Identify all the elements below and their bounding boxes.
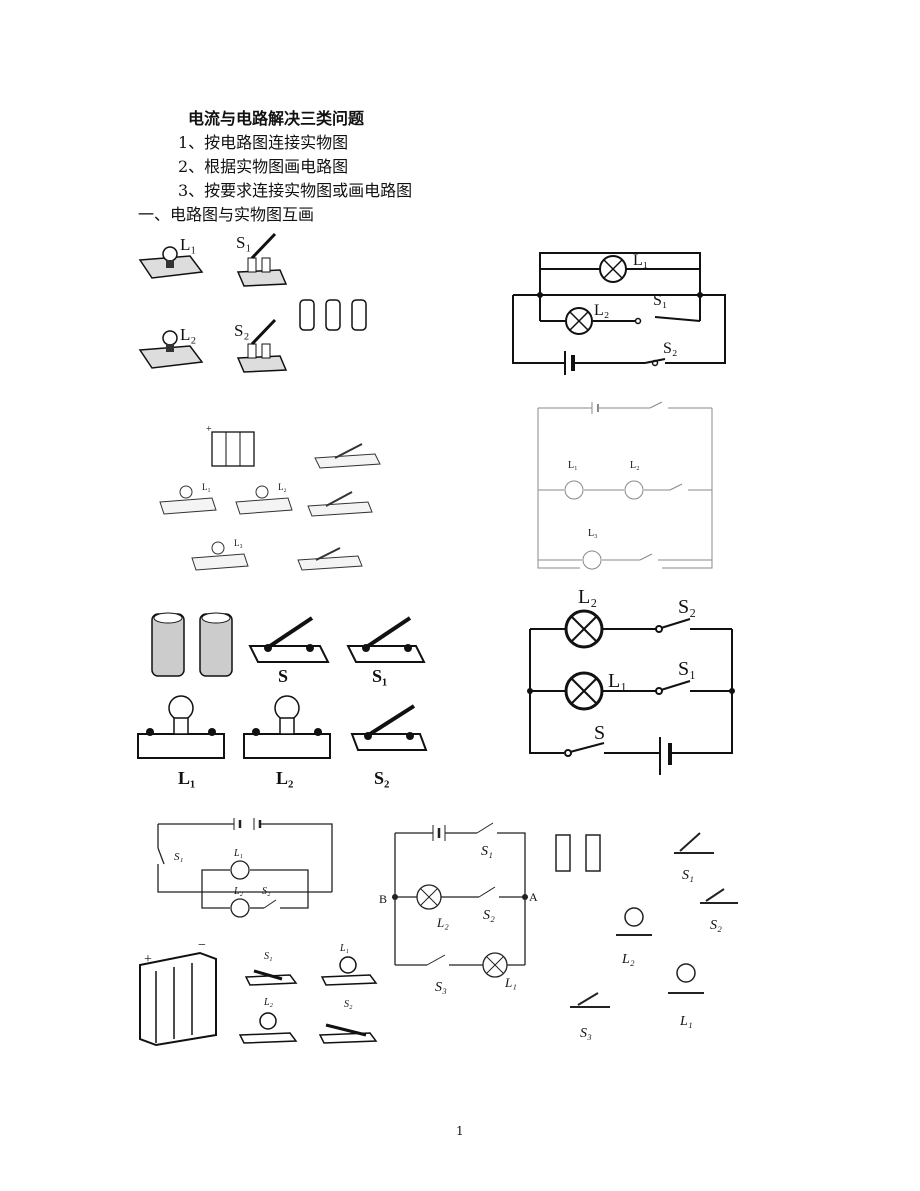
svg-text:+: + [144,952,152,967]
label-s2: S₂ [710,918,722,933]
label-l2: L₂ [233,886,244,897]
lamp-icon [230,898,250,918]
list-item: 1、按电路图连接实物图 [178,133,349,152]
label-s2: S₂ [663,340,677,357]
figure4-right-real: S₁ L₂ S₂ S₃ L₁ [555,832,738,1041]
figure1-real-components: L₁ S₁ L₂ S₂ [138,232,367,373]
bulb-board-icon [243,695,331,759]
figure2-real-components: + L₁ L₂ L₃ [159,424,381,571]
label-s1: S₁ [372,666,387,686]
bulb-board-icon [668,963,704,994]
label-l2: L₂ [621,952,635,967]
label-s2: S₂ [262,886,271,897]
label-l2: L₂ [276,768,293,788]
label-s2: S₂ [234,321,249,340]
label-l2: L₂ [180,325,196,344]
battery-cells-icon [555,834,601,872]
svg-text:−: − [198,938,206,953]
label-l2: L₂ [594,302,609,319]
label-s2: S₂ [344,999,353,1010]
lamp-icon [624,480,644,500]
switch-icon [236,232,288,287]
switch-icon [244,969,298,986]
switch-icon [248,616,330,663]
switch-icon [674,832,714,854]
figure4-left-real: +− S₁ L₁ L₂ S₂ [139,938,378,1047]
page-number: 1 [456,1124,464,1138]
label-l2: L₂ [630,460,640,471]
label-s3: S₃ [580,1026,592,1041]
lamp-icon [582,550,602,570]
svg-text:+: + [206,424,212,435]
label-s1: S₁ [682,868,694,883]
label-a: A [529,890,538,904]
section-title: 一、电路图与实物图互画 [138,205,315,224]
label-b: B [379,892,387,906]
label-l1: L₁ [633,252,648,269]
label-l1: L₁ [180,235,196,254]
label-l1: L₁ [339,943,349,954]
switch-icon [297,547,363,571]
figure4-left-circuit: S₁ L₁ L₂ S₂ [157,818,333,918]
bulb-board-icon [238,1012,298,1044]
label-s2: S₂ [678,596,696,618]
bulb-board-icon [235,485,293,515]
battery-cells-icon [151,612,233,677]
label-l1: L₁ [202,482,211,492]
label-l3: L₃ [588,528,598,539]
switch-icon [700,888,738,904]
bulb-board-icon [320,956,378,986]
label-l1: L₁ [233,848,243,859]
label-s2: S₂ [374,768,389,788]
label-l2: L₂ [263,997,274,1008]
label-s1: S₁ [678,658,696,680]
figure2-circuit-diagram: L₁ L₂ L₃ [537,401,713,570]
switch-icon [346,616,426,663]
switch-icon [350,704,428,751]
label-s1: S₁ [481,844,493,859]
label-s2: S₂ [483,908,495,923]
label-s: S [278,666,288,686]
label-l1: L₁ [608,670,627,692]
figure4-middle-circuit: S₁ L₂ S₂ S₃ L₁ B A [379,822,538,995]
bulb-board-icon [137,695,225,759]
figure3-real-components: S S₁ L₁ L₂ S₂ [137,612,428,788]
label-l1: L₁ [679,1014,693,1029]
label-s1: S₁ [236,233,251,252]
list-item: 3、按要求连接实物图或画电路图 [178,181,413,200]
label-l1: L₁ [504,975,517,990]
switch-icon [236,318,288,373]
switch-icon [570,992,610,1008]
label-l1: L₁ [568,460,578,471]
lamp-icon [564,480,584,500]
bulb-board-icon [138,246,204,279]
figure1-circuit-diagram: L₁ L₂ S₁ S₂ [512,252,726,375]
switch-icon [318,1023,378,1044]
label-l2: L₂ [278,482,287,492]
battery-pack-icon: +− [139,938,217,1047]
switch-icon [307,491,373,517]
label-l2: L₂ [436,915,449,930]
label-s1: S₁ [653,292,667,309]
label-s1: S₁ [174,851,184,863]
bulb-board-icon [138,330,204,369]
bulb-board-icon [159,485,217,515]
battery-pack-icon: + [206,424,255,467]
label-s: S [594,722,605,744]
battery-cells-icon [299,299,367,331]
page-title: 电流与电路解决三类问题 [188,109,365,128]
figure3-circuit-diagram: L₂ S₂ L₁ S₁ S [527,586,735,775]
label-l2: L₂ [578,586,597,608]
lamp-icon [230,860,250,880]
label-s1: S₁ [264,951,272,962]
list-item: 2、根据实物图画电路图 [178,157,349,176]
label-s3: S₃ [435,980,447,995]
switch-icon [314,443,381,469]
bulb-board-icon [616,907,652,936]
label-l1: L₁ [178,768,195,788]
bulb-board-icon [191,541,249,571]
label-l3: L₃ [234,538,243,548]
